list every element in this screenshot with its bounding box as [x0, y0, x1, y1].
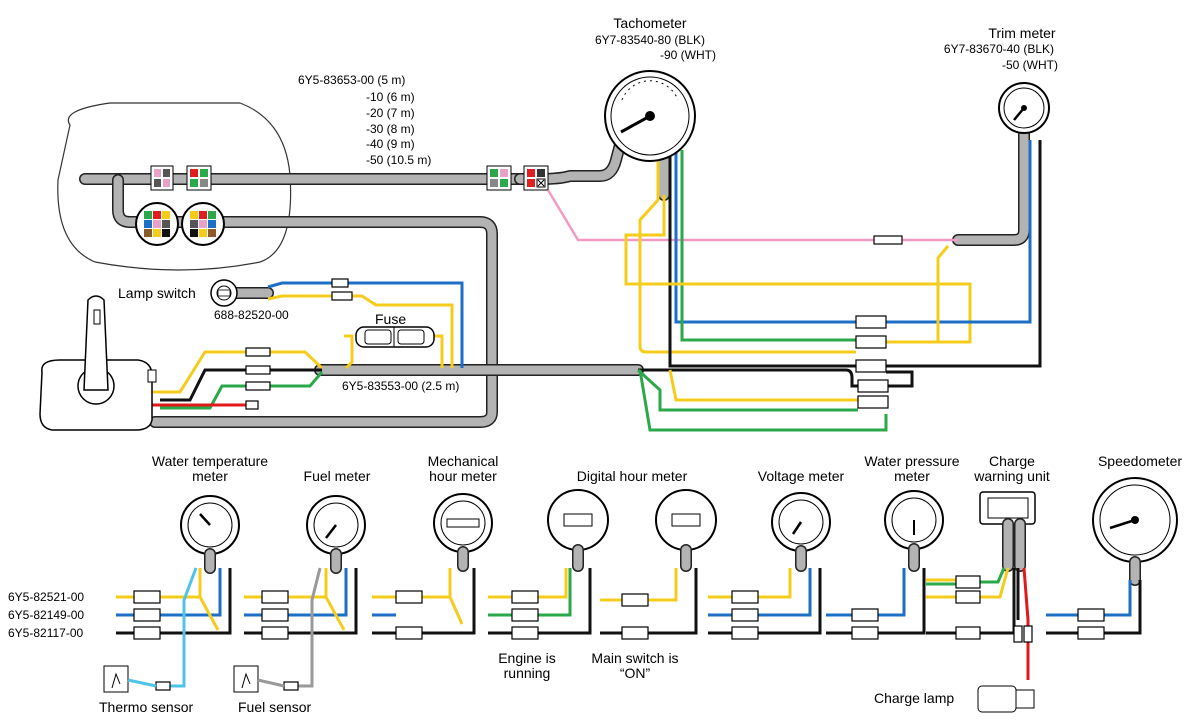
label-ext-1: 6Y5-82521-00 [8, 590, 84, 604]
label-ext-2: 6Y5-82149-00 [8, 608, 84, 622]
label-charge-lamp: Charge lamp [874, 690, 954, 706]
label-harness-3: -20 (7 m) [366, 106, 415, 120]
label-mainsw-2: “ON” [620, 665, 651, 681]
label-water-temp-2: meter [192, 468, 228, 484]
label-mech-hour-2: hour meter [429, 468, 497, 484]
remote-control-lever [39, 295, 157, 431]
label-mainsw-1: Main switch is [591, 650, 678, 666]
label-fuel-meter: Fuel meter [304, 468, 371, 484]
fuel-sensor [233, 665, 285, 693]
upper-wiring [150, 140, 1042, 432]
harness-connector-2 [186, 165, 212, 191]
label-harness-5: -40 (9 m) [366, 137, 415, 151]
bottom-gauges [180, 477, 1178, 563]
charge-lamp [977, 685, 1035, 713]
label-trim-part1: 6Y7-83670-40 (BLK) [944, 42, 1054, 56]
labels: Tachometer 6Y7-83540-80 (BLK) -90 (WHT) … [8, 15, 1182, 715]
tachometer-gauge [604, 70, 696, 162]
label-harness-2: -10 (6 m) [366, 90, 415, 104]
main-harness [79, 116, 1030, 428]
label-water-temp-1: Water temperature [152, 453, 268, 469]
harness-connector-1 [150, 165, 174, 191]
label-tach-part2: -90 (WHT) [660, 48, 716, 62]
label-ext-3: 6Y5-82117-00 [8, 626, 83, 640]
label-thermo: Thermo sensor [99, 699, 193, 715]
label-engine-2: running [504, 665, 551, 681]
label-water-press-1: Water pressure [864, 453, 959, 469]
label-tach-part1: 6Y7-83540-80 (BLK) [595, 33, 705, 47]
label-trim-part2: -50 (WHT) [1002, 58, 1058, 72]
round-connector-left [135, 202, 179, 246]
harness-connector-3 [486, 165, 512, 191]
bottom-connectors [133, 575, 1105, 691]
gauge-pigtails [204, 518, 1141, 586]
label-charge-unit-2: warning unit [973, 468, 1050, 484]
label-sub-harness: 6Y5-83553-00 (2.5 m) [342, 379, 459, 393]
label-water-press-2: meter [894, 468, 930, 484]
bottom-wiring [116, 567, 1142, 688]
label-fuel-sensor: Fuel sensor [238, 699, 311, 715]
label-fuse: Fuse [375, 311, 406, 327]
label-trim: Trim meter [988, 25, 1055, 41]
control-box-outline [57, 102, 292, 271]
label-harness-4: -30 (8 m) [366, 122, 415, 136]
label-digital-hour: Digital hour meter [577, 468, 688, 484]
label-lamp-switch: Lamp switch [118, 285, 196, 301]
fuse [355, 326, 435, 348]
mid-connectors [245, 235, 903, 410]
label-harness-1: 6Y5-83653-00 (5 m) [298, 73, 405, 87]
harness-connector-4 [523, 165, 549, 191]
label-engine-1: Engine is [498, 650, 556, 666]
label-speedometer: Speedometer [1098, 453, 1182, 469]
label-mech-hour-1: Mechanical [428, 453, 499, 469]
thermo-sensor [103, 665, 157, 693]
round-connector-right [181, 202, 225, 246]
label-charge-unit-1: Charge [989, 453, 1035, 469]
label-lamp-part: 688-82520-00 [214, 308, 289, 322]
trim-meter-gauge [998, 82, 1050, 134]
label-tachometer: Tachometer [613, 15, 686, 31]
lamp-switch [210, 279, 238, 307]
label-harness-6: -50 (10.5 m) [366, 153, 431, 167]
label-voltage: Voltage meter [758, 468, 845, 484]
